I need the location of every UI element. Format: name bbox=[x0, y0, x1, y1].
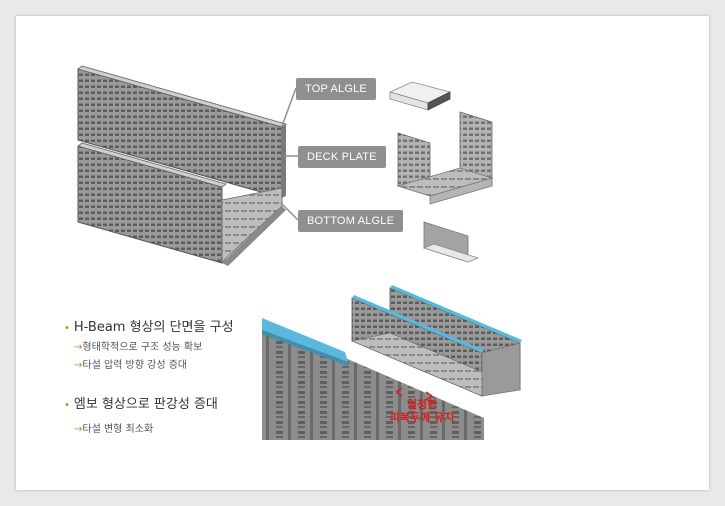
feature-list: •H-Beam 형상의 단면을 구성 →형태학적으로 구조 성능 확보 →타설 … bbox=[64, 316, 264, 435]
wall-closeup bbox=[262, 318, 484, 440]
feature-detail-2a: →타설 변형 최소화 bbox=[74, 424, 154, 435]
deck-plate-label: DECK PLATE bbox=[298, 146, 386, 168]
deck-plate-part bbox=[396, 111, 494, 205]
u-channel-rendering bbox=[351, 285, 522, 397]
assembly-bottom-floor bbox=[221, 187, 286, 266]
feature-detail-1a: →형태학적으로 구조 성능 확보 bbox=[74, 342, 203, 353]
feature-title-1: •H-Beam 형상의 단면을 구성 bbox=[64, 320, 234, 335]
annotation-line-2: 피복두께 유지 bbox=[389, 411, 455, 424]
bottom-angle-label: BOTTOM ALGLE bbox=[298, 210, 404, 232]
top-angle-part bbox=[388, 81, 452, 111]
annotation-line-1: 일정한 bbox=[406, 398, 438, 411]
feature-title-2: •엠보 형상으로 판강성 증대 bbox=[64, 397, 218, 412]
leader-lines bbox=[281, 87, 299, 221]
thickness-arrows bbox=[395, 387, 433, 401]
top-angle-label: TOP ALGLE bbox=[296, 78, 376, 100]
bottom-angle-part bbox=[422, 221, 480, 263]
cover-thickness-annotation: 일정한 피복두께 유지 bbox=[382, 398, 462, 424]
feature-detail-1b: →타설 압력 방향 강성 증대 bbox=[74, 360, 188, 371]
